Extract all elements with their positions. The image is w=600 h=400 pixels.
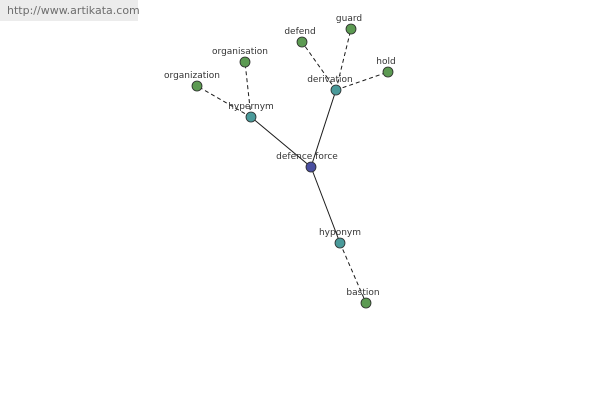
label-derivation: derivation: [307, 75, 353, 85]
node-defend[interactable]: [296, 36, 308, 48]
label-hypernym: hypernym: [228, 102, 274, 112]
node-organisation[interactable]: [239, 56, 251, 68]
edge-root-derivation: [310, 89, 337, 168]
label-root: defence force: [276, 152, 338, 162]
node-hyponym[interactable]: [334, 237, 346, 249]
label-hyponym: hyponym: [319, 228, 361, 238]
node-organization[interactable]: [191, 80, 203, 92]
label-guard: guard: [336, 14, 362, 24]
edge-hypernym-organization: [196, 85, 252, 118]
edge-hypernym-organisation: [244, 61, 252, 118]
label-bastion: bastion: [346, 288, 379, 298]
label-organisation: organisation: [212, 47, 268, 57]
node-root[interactable]: [305, 161, 317, 173]
edge-hyponym-bastion: [339, 242, 367, 304]
label-defend: defend: [284, 27, 315, 37]
node-hypernym[interactable]: [245, 111, 257, 123]
node-bastion[interactable]: [360, 297, 372, 309]
node-guard[interactable]: [345, 23, 357, 35]
edge-derivation-guard: [335, 28, 352, 91]
node-derivation[interactable]: [330, 84, 342, 96]
node-hold[interactable]: [382, 66, 394, 78]
edge-derivation-defend: [301, 41, 337, 91]
label-organization: organization: [164, 71, 220, 81]
url-banner[interactable]: http://www.artikata.com: [0, 0, 140, 21]
label-hold: hold: [376, 57, 395, 67]
edge-root-hypernym: [250, 116, 312, 168]
edge-root-hyponym: [310, 166, 341, 244]
edge-derivation-hold: [335, 71, 389, 91]
